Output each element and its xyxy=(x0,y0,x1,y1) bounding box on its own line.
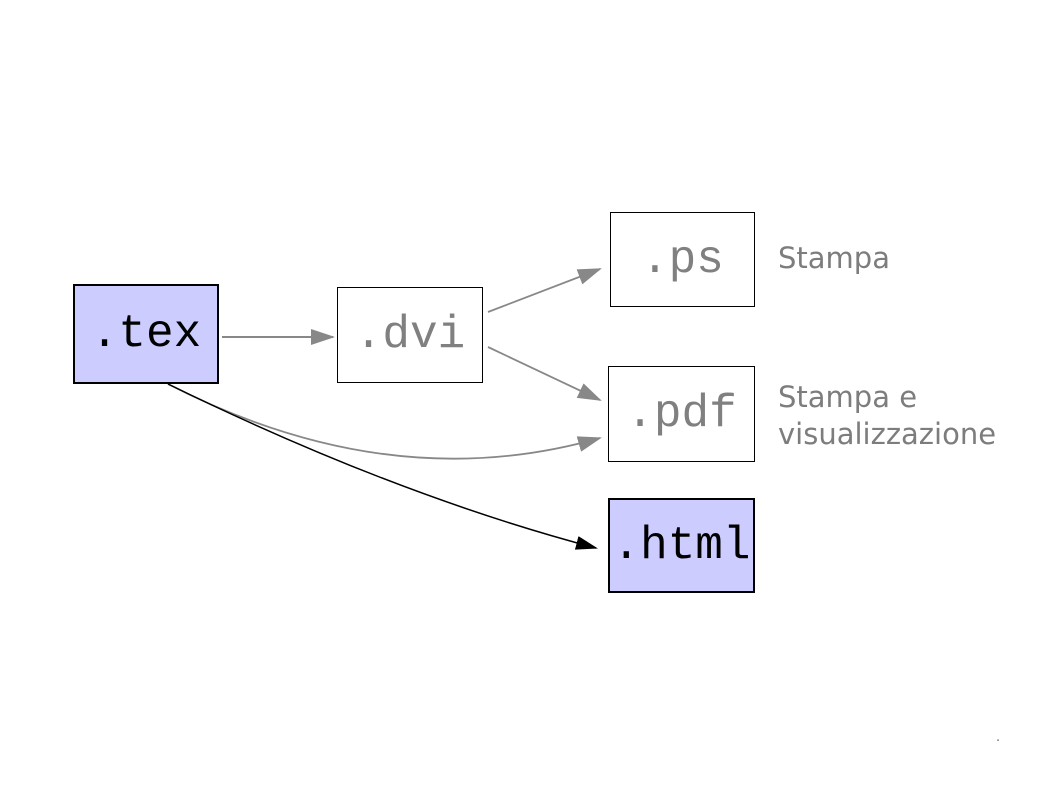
node-dvi-label: .dvi xyxy=(354,309,466,361)
annotation-ps: Stampa xyxy=(778,241,890,275)
node-html: .html xyxy=(608,498,755,593)
node-tex: .tex xyxy=(73,284,219,384)
node-html-label: .html xyxy=(612,519,751,572)
arrow-tex-to-html-curve xyxy=(167,383,598,550)
arrow-dvi-to-ps xyxy=(487,268,602,313)
node-pdf-label: .pdf xyxy=(626,388,737,440)
node-pdf: .pdf xyxy=(608,366,755,462)
node-ps-label: .ps xyxy=(641,233,724,286)
annotation-pdf: Stampa e visualizzazione xyxy=(778,380,997,451)
stray-dot: . xyxy=(996,730,1001,745)
node-ps: .ps xyxy=(610,212,755,307)
arrow-tex-to-pdf-curve xyxy=(167,383,602,460)
node-dvi: .dvi xyxy=(337,287,483,383)
node-tex-label: .tex xyxy=(90,308,202,360)
arrow-dvi-to-pdf xyxy=(487,346,602,401)
